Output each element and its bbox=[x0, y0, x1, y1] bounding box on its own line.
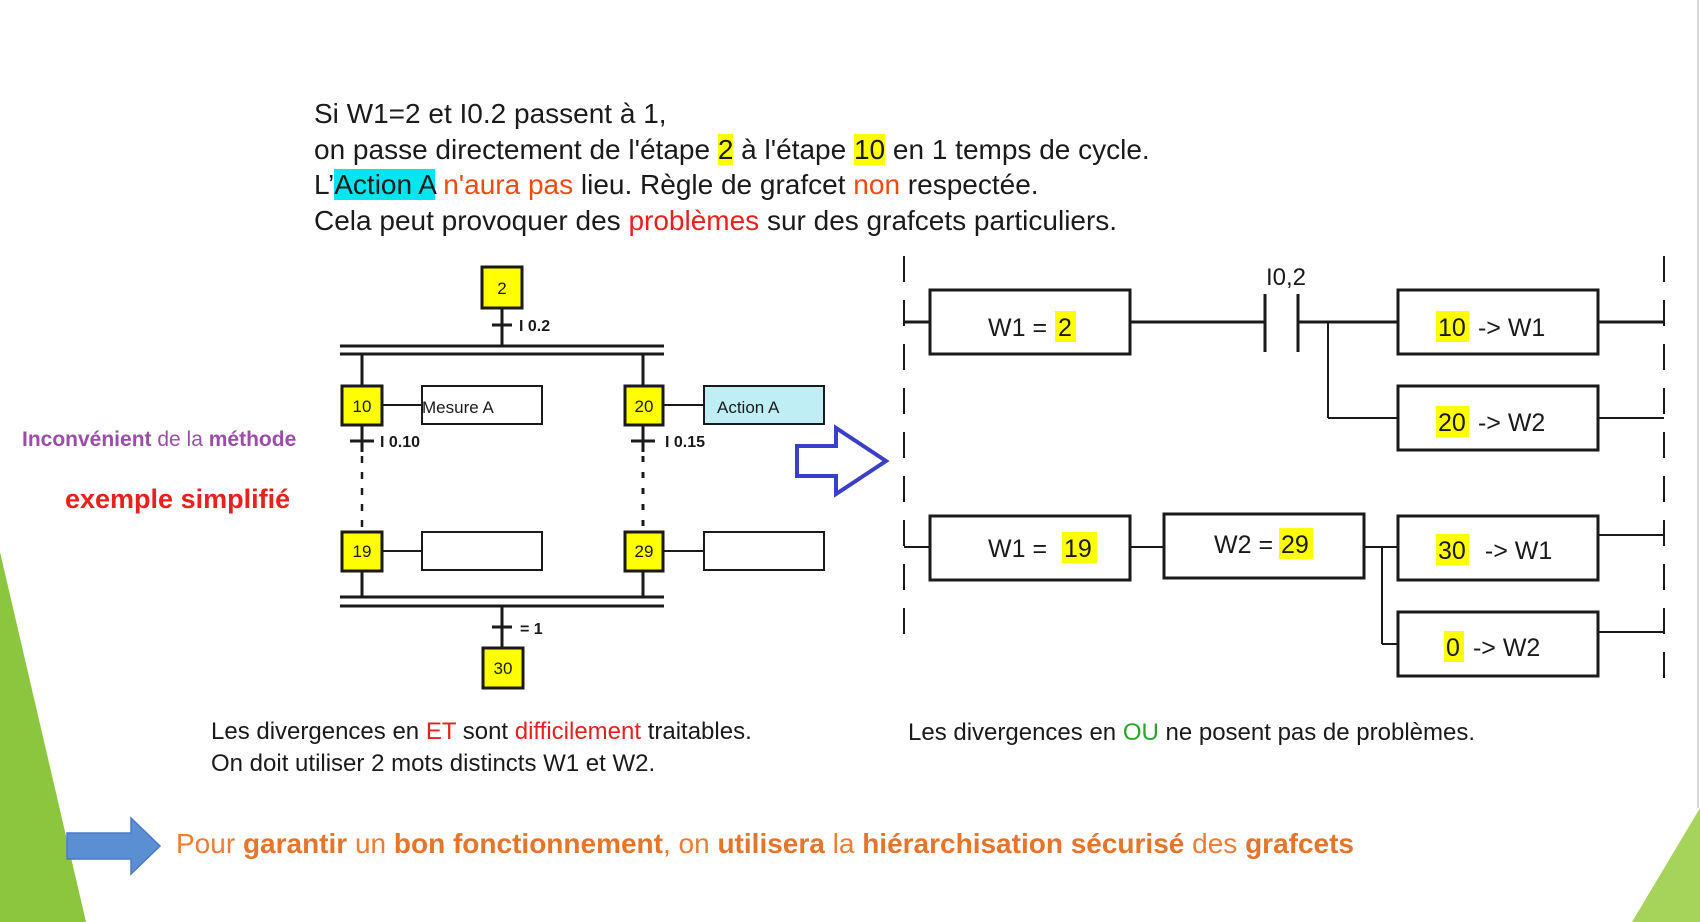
ladder-out4-suffix: -> W2 bbox=[1466, 634, 1540, 662]
caption-right-ou: OU bbox=[1122, 719, 1159, 746]
caption-left-c: sont bbox=[456, 718, 515, 745]
caption-right-a: Les divergences en bbox=[908, 719, 1123, 746]
methode-word: méthode bbox=[208, 428, 297, 451]
conclusion-grafcets: grafcets bbox=[1245, 828, 1354, 859]
grafcet-action-action-a-label: Action A bbox=[717, 398, 780, 417]
conclusion-hierarchisation: hiérarchisation sécurisé bbox=[862, 828, 1185, 859]
ladder-output-30-w1 bbox=[1396, 514, 1600, 582]
slide-green-decor-left bbox=[0, 552, 86, 922]
intro-line-3-e: lieu. Règle de grafcet bbox=[573, 169, 846, 200]
grafcet-step-20-label: 20 bbox=[635, 397, 654, 416]
grafcet-step-10-label: 10 bbox=[353, 397, 372, 416]
de-la-word: de la bbox=[151, 428, 209, 451]
ladder-compare-w2-29 bbox=[1162, 512, 1366, 580]
ladder-out4-value: 0 bbox=[1446, 634, 1460, 662]
grafcet-action-29-empty bbox=[703, 531, 825, 571]
ladder-cmp1-value: 2 bbox=[1058, 314, 1072, 342]
caption-left-e: traitables. bbox=[641, 718, 752, 745]
grafcet-step-29-label: 29 bbox=[635, 542, 654, 561]
intro-line-3-a: L’ bbox=[314, 169, 335, 200]
intro-step-2-highlight: 2 bbox=[717, 133, 734, 165]
grafcet-action-19-empty bbox=[421, 531, 543, 571]
ladder-cmp2-prefix: W1 = bbox=[988, 535, 1054, 563]
intro-line-4-c: sur des grafcets particuliers. bbox=[759, 204, 1118, 236]
inconvenient-label: Inconvénient de la méthode bbox=[22, 428, 296, 452]
caption-left-line-1: Les divergences en ET sont difficilement… bbox=[211, 716, 752, 748]
ladder-cmp3-prefix: W2 = bbox=[1214, 531, 1280, 559]
ladder-output-20-w2 bbox=[1396, 384, 1600, 452]
ladder-output-10-w1 bbox=[1396, 288, 1600, 356]
intro-line-1: Si W1=2 et I0.2 passent à 1, bbox=[314, 96, 1150, 132]
caption-right-c: ne posent pas de problèmes. bbox=[1158, 719, 1476, 746]
caption-left: Les divergences en ET sont difficilement… bbox=[211, 716, 752, 780]
ladder-output-0-w2 bbox=[1396, 610, 1600, 678]
grafcet-step-19-label: 19 bbox=[353, 542, 372, 561]
intro-line-2-e: en 1 temps de cycle. bbox=[885, 133, 1150, 165]
conclusion-text: Pour garantir un bon fonctionnement, on … bbox=[176, 828, 1354, 860]
intro-pas: pas bbox=[520, 169, 574, 200]
ladder-out2-value: 20 bbox=[1438, 409, 1466, 437]
conclusion-utilisera: utilisera bbox=[717, 828, 825, 859]
conclusion-p9: des bbox=[1184, 828, 1246, 859]
ladder-cmp3-value: 29 bbox=[1281, 531, 1309, 559]
ladder-contact-label: I0,2 bbox=[1266, 264, 1306, 291]
conclusion-p3: un bbox=[347, 828, 394, 859]
grafcet-transition-10-label: I 0.10 bbox=[380, 434, 420, 451]
intro-line-2-c: à l'étape bbox=[733, 133, 854, 165]
ladder-out1-suffix: -> W1 bbox=[1471, 314, 1545, 342]
caption-left-et: ET bbox=[425, 718, 457, 745]
example-label: exemple simplifié bbox=[65, 484, 291, 514]
intro-line-2: on passe directement de l'étape 2 à l'ét… bbox=[314, 132, 1150, 168]
conclusion-p7: la bbox=[824, 828, 863, 859]
outline-right-arrow-icon bbox=[795, 424, 890, 498]
ladder-cmp2-value: 19 bbox=[1064, 535, 1092, 563]
grafcet-action-mesure-a bbox=[421, 385, 543, 425]
grafcet-diagram bbox=[340, 265, 825, 690]
caption-left-difficilement: difficilement bbox=[514, 718, 642, 745]
ladder-out2-suffix: -> W2 bbox=[1471, 409, 1545, 437]
grafcet-step-30-label: 30 bbox=[494, 659, 513, 678]
intro-text: Si W1=2 et I0.2 passent à 1, on passe di… bbox=[314, 96, 1150, 238]
grafcet-step-2-label: 2 bbox=[497, 279, 506, 298]
intro-problemes: problèmes bbox=[628, 204, 760, 236]
intro-line-4-a: Cela peut provoquer des bbox=[314, 204, 629, 236]
intro-step-10-highlight: 10 bbox=[853, 133, 886, 165]
grafcet-action-mesure-a-label: Mesure A bbox=[422, 398, 494, 417]
ladder-out1-value: 10 bbox=[1438, 314, 1466, 342]
intro-line-4: Cela peut provoquer des problèmes sur de… bbox=[314, 203, 1150, 239]
grafcet-transition-20-label: I 0.15 bbox=[665, 434, 705, 451]
grafcet-action-action-a bbox=[703, 385, 825, 425]
intro-line-3: L’Action A n'aura pas lieu. Règle de gra… bbox=[314, 167, 1150, 203]
slide-green-decor-right bbox=[1632, 808, 1700, 922]
blue-right-arrow-icon bbox=[66, 816, 162, 876]
inconvenient-word: Inconvénient bbox=[22, 428, 152, 451]
intro-action-a-highlight: Action A bbox=[334, 169, 436, 200]
grafcet-transition-bottom-label: = 1 bbox=[520, 621, 543, 638]
conclusion-p1: Pour bbox=[176, 828, 243, 859]
conclusion-garantir: garantir bbox=[242, 828, 348, 859]
ladder-cmp1-prefix: W1 = bbox=[988, 314, 1054, 342]
conclusion-bon-fonctionnement: bon fonctionnement bbox=[393, 828, 663, 859]
caption-right: Les divergences en OU ne posent pas de p… bbox=[908, 717, 1475, 749]
intro-line-3-g: respectée. bbox=[900, 169, 1039, 200]
caption-left-a: Les divergences en bbox=[211, 718, 426, 745]
grafcet-step-2 bbox=[480, 265, 524, 310]
intro-naura: n'aura bbox=[435, 169, 521, 200]
caption-left-line-2: On doit utiliser 2 mots distincts W1 et … bbox=[211, 750, 656, 777]
ladder-out3-suffix: -> W1 bbox=[1471, 537, 1552, 565]
grafcet-step-30 bbox=[481, 646, 525, 690]
intro-non: non bbox=[845, 169, 901, 200]
conclusion-p5: , on bbox=[662, 828, 718, 859]
intro-line-1-text: Si W1=2 et I0.2 passent à 1, bbox=[314, 98, 667, 129]
ladder-diagram bbox=[903, 256, 1665, 692]
intro-line-2-a: on passe directement de l'étape bbox=[314, 133, 718, 165]
ladder-out3-value: 30 bbox=[1438, 537, 1466, 565]
grafcet-transition-top-label: I 0.2 bbox=[519, 318, 550, 335]
